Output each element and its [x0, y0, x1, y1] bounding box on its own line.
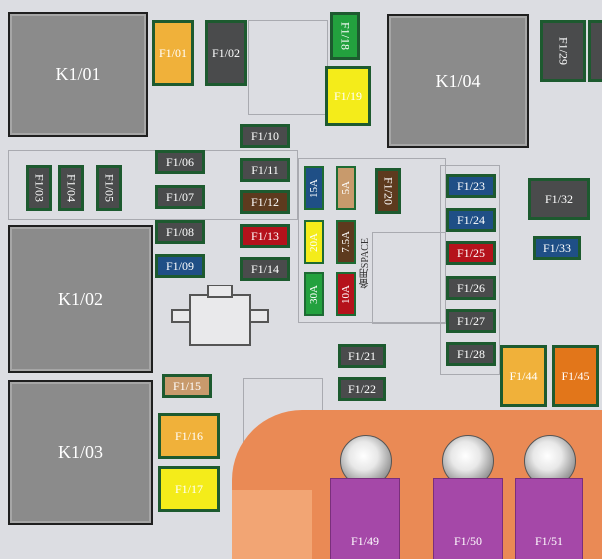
relay-label: K1/03: [58, 442, 103, 462]
fuse-f1-49: F1/49: [330, 478, 400, 559]
fuse-f1-08: F1/08: [155, 220, 205, 244]
fuse-f1-28: F1/28: [446, 342, 496, 366]
fuse-f1-27: F1/27: [446, 309, 496, 333]
fuse-f1-10: F1/10: [240, 124, 290, 148]
fuse-f1-06: F1/06: [155, 150, 205, 174]
spare-fuse-20a: 20A: [304, 220, 324, 264]
fuse-f1-23: F1/23: [446, 174, 496, 198]
fuse-f1-18: F1/18: [330, 12, 360, 60]
fuse-f1-02: F1/02: [205, 20, 247, 86]
spare-fuse-15a: 15A: [304, 166, 324, 210]
fuse-f1-01: F1/01: [152, 20, 194, 86]
frame-top-center: [248, 20, 328, 115]
relay-k1-04: K1/04: [387, 14, 529, 148]
frame-spare-inner: [372, 232, 446, 324]
fuse-f1-03: F1/03: [26, 165, 52, 211]
fuse-f1-16: F1/16: [158, 413, 220, 459]
fuse-f1-05: F1/05: [96, 165, 122, 211]
relay-k1-02: K1/02: [8, 225, 153, 373]
fuse-f1-44: F1/44: [500, 345, 547, 407]
relay-k1-03: K1/03: [8, 380, 153, 525]
fuse-f1-13: F1/13: [240, 224, 290, 248]
fuse-f1-12: F1/12: [240, 190, 290, 214]
spare-fuse-5a: 5A: [336, 166, 356, 210]
fuse-f1-22: F1/22: [338, 377, 386, 401]
fuse-f1-21: F1/21: [338, 344, 386, 368]
fuse-f1-11: F1/11: [240, 158, 290, 182]
frame-right-column: [440, 165, 500, 375]
spare-fuse-30a: 30A: [304, 272, 324, 316]
frame-middle-left: [8, 150, 298, 220]
fuse-f1-50: F1/50: [433, 478, 503, 559]
fuse-f1-25: F1/25: [446, 241, 496, 265]
fuse-f1-19: F1/19: [325, 66, 371, 126]
fuse-f1-07: F1/07: [155, 185, 205, 209]
fuse-f1-04: F1/04: [58, 165, 84, 211]
fuse-f1-51: F1/51: [515, 478, 583, 559]
relay-label: K1/01: [55, 64, 101, 84]
spare-label: 备用SPACE: [360, 238, 371, 289]
fuse-f1-20: F1/20: [375, 168, 401, 214]
fuse-f1-09: F1/09: [155, 254, 205, 278]
fuse-f1-26: F1/26: [446, 276, 496, 300]
connector-bracket: [171, 285, 269, 346]
busbar-lower: [232, 490, 312, 559]
relay-k1-01: K1/01: [8, 12, 148, 137]
fuse-f1-14: F1/14: [240, 257, 290, 281]
spare-fuse-7-5a: 7.5A: [336, 220, 356, 264]
fuse-f1-33: F1/33: [533, 236, 581, 260]
fuse-f1-29-edge: [588, 20, 602, 82]
fuse-f1-45: F1/45: [552, 345, 599, 407]
fuse-f1-17: F1/17: [158, 466, 220, 512]
relay-label: K1/04: [435, 70, 481, 91]
relay-label: K1/02: [58, 288, 103, 309]
fuse-f1-29: F1/29: [540, 20, 586, 82]
fuse-f1-15: F1/15: [162, 374, 212, 398]
spare-fuse-10a: 10A: [336, 272, 356, 316]
fuse-f1-32: F1/32: [528, 178, 590, 220]
fuse-f1-24: F1/24: [446, 208, 496, 232]
